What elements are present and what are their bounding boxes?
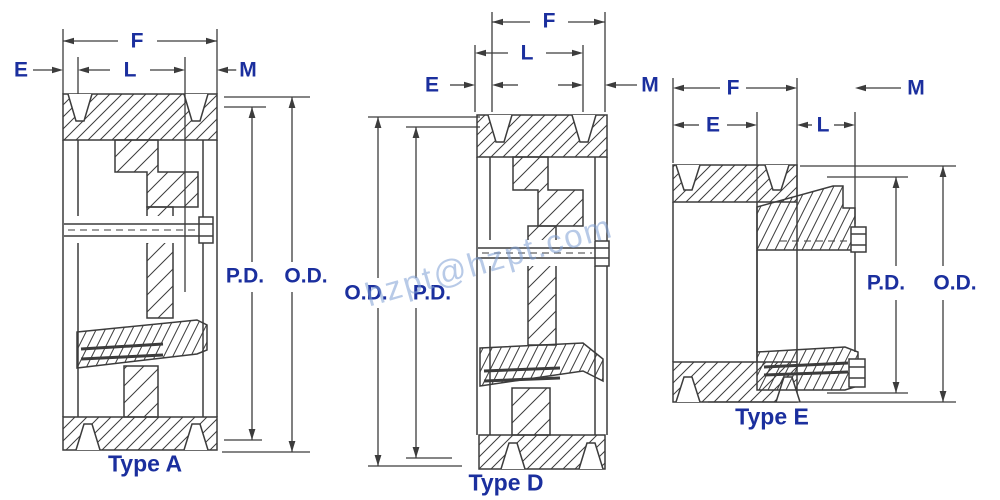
- dim-label-l-type-e: L: [813, 113, 833, 137]
- od-label-type-a: O.D.: [281, 264, 331, 288]
- type-a-dimension-lines: [33, 29, 310, 453]
- od-label-type-d: O.D.: [341, 281, 391, 305]
- dim-label-e-type-d: E: [421, 73, 443, 97]
- type-d-bushing-flange: [479, 342, 604, 387]
- dim-label-f-type-a: F: [127, 29, 147, 53]
- dim-label-f-type-d: F: [539, 9, 559, 33]
- type-e-capscrew-icon: [850, 226, 867, 253]
- type-a-flange-split-line: [80, 353, 164, 361]
- type-e-body: [672, 164, 867, 403]
- type-d-flange-split-line: [483, 376, 561, 383]
- pd-label-type-e: P.D.: [863, 271, 909, 295]
- dim-label-m-type-d: M: [638, 73, 662, 97]
- type-e-hub-upper: [756, 185, 856, 251]
- type-d-hub-lower: [511, 387, 551, 436]
- type-a-hub-lower: [123, 365, 159, 418]
- type-a-body: [62, 93, 218, 451]
- pd-label-type-a: P.D.: [222, 264, 268, 288]
- od-label-type-e: O.D.: [930, 271, 980, 295]
- type-a-dimension-arrows: [52, 37, 296, 452]
- type-d-dimension-arrows: [374, 18, 616, 466]
- type-e-dimension-arrows: [673, 84, 947, 402]
- type-d-body: [476, 114, 610, 470]
- dim-label-l-type-d: L: [517, 41, 537, 65]
- dim-label-e-type-e: E: [702, 113, 724, 137]
- type-a-capscrew-icon: [198, 216, 214, 244]
- dim-label-m-type-a: M: [236, 58, 260, 82]
- type-a-title: Type A: [107, 450, 183, 477]
- dim-label-l-type-a: L: [120, 58, 140, 82]
- type-e-title: Type E: [735, 403, 809, 430]
- type-e-dimension-lines: [672, 78, 956, 403]
- dim-label-e-type-a: E: [10, 58, 32, 82]
- type-e-flange-capscrew-icon: [848, 358, 866, 388]
- type-e-flange-split-line: [763, 361, 849, 369]
- type-e-bushing-flange: [756, 346, 859, 391]
- type-a-hub-upper: [114, 139, 199, 208]
- type-d-hub-upper: [512, 156, 584, 227]
- type-d-dimension-lines: [368, 12, 637, 467]
- dim-label-m-type-e: M: [904, 76, 928, 100]
- type-d-flange-split-line: [483, 366, 561, 373]
- pd-label-type-d: P.D.: [409, 281, 455, 305]
- type-d-title: Type D: [468, 469, 544, 496]
- type-a-flange-split-line: [80, 342, 164, 351]
- type-e-flange-split-line: [763, 370, 849, 377]
- dim-label-f-type-e: F: [723, 76, 743, 100]
